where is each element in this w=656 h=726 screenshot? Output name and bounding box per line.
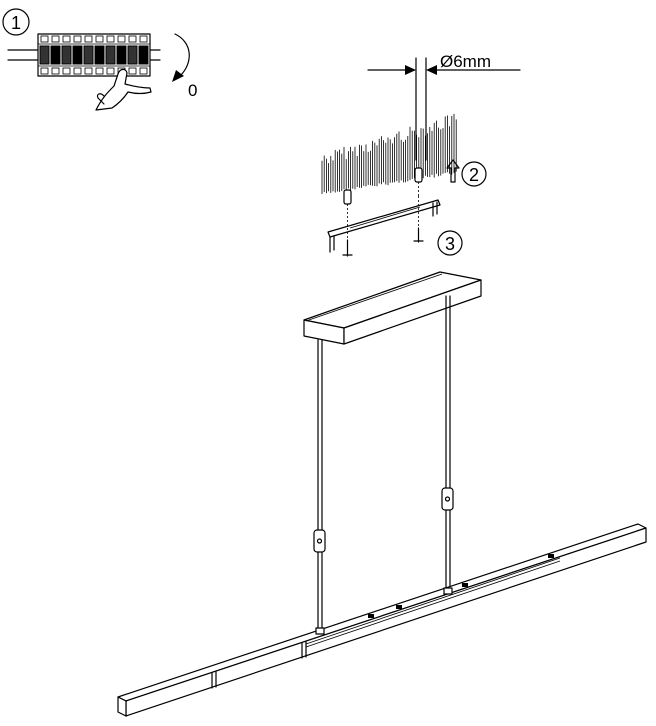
step-3-circle xyxy=(437,230,463,256)
step-1-circle xyxy=(2,8,30,36)
cable-gripper-right xyxy=(441,487,454,511)
up-arrow-icon xyxy=(446,159,460,183)
drill-dimension: Ø6mm xyxy=(367,52,521,161)
step-1-number: 1 xyxy=(11,13,21,33)
suspension-cables xyxy=(313,295,454,631)
breaker-module xyxy=(83,45,94,65)
ceiling-hatch xyxy=(321,113,457,194)
breaker-module xyxy=(116,45,127,65)
step-2-group: 2 xyxy=(446,159,487,187)
mounting-bracket xyxy=(327,199,441,253)
step-3-group: 3 xyxy=(437,230,463,256)
drill-diameter-label: Ø6mm xyxy=(440,52,491,71)
hand-icon xyxy=(95,68,152,111)
breaker-module xyxy=(94,45,105,65)
breaker-module xyxy=(127,45,138,65)
step-2-number: 2 xyxy=(469,165,479,185)
wall-plug-icon xyxy=(343,167,423,212)
circuit-breaker-icon xyxy=(7,33,161,77)
breaker-module xyxy=(61,45,72,65)
ceiling-canopy xyxy=(303,271,482,345)
breaker-module xyxy=(39,45,50,65)
breaker-module xyxy=(72,45,83,65)
screw-icon xyxy=(342,196,424,257)
step-3-number: 3 xyxy=(445,234,455,254)
rotate-arrow-icon xyxy=(172,33,190,82)
step-2-circle xyxy=(461,161,487,187)
breaker-module xyxy=(138,45,149,65)
cable-gripper-left xyxy=(313,529,326,553)
breaker-off-label: 0 xyxy=(188,81,197,100)
breaker-module xyxy=(105,45,116,65)
led-light-bar xyxy=(117,523,647,717)
step-1-group: 1 0 xyxy=(2,8,197,111)
breaker-module xyxy=(50,45,61,65)
